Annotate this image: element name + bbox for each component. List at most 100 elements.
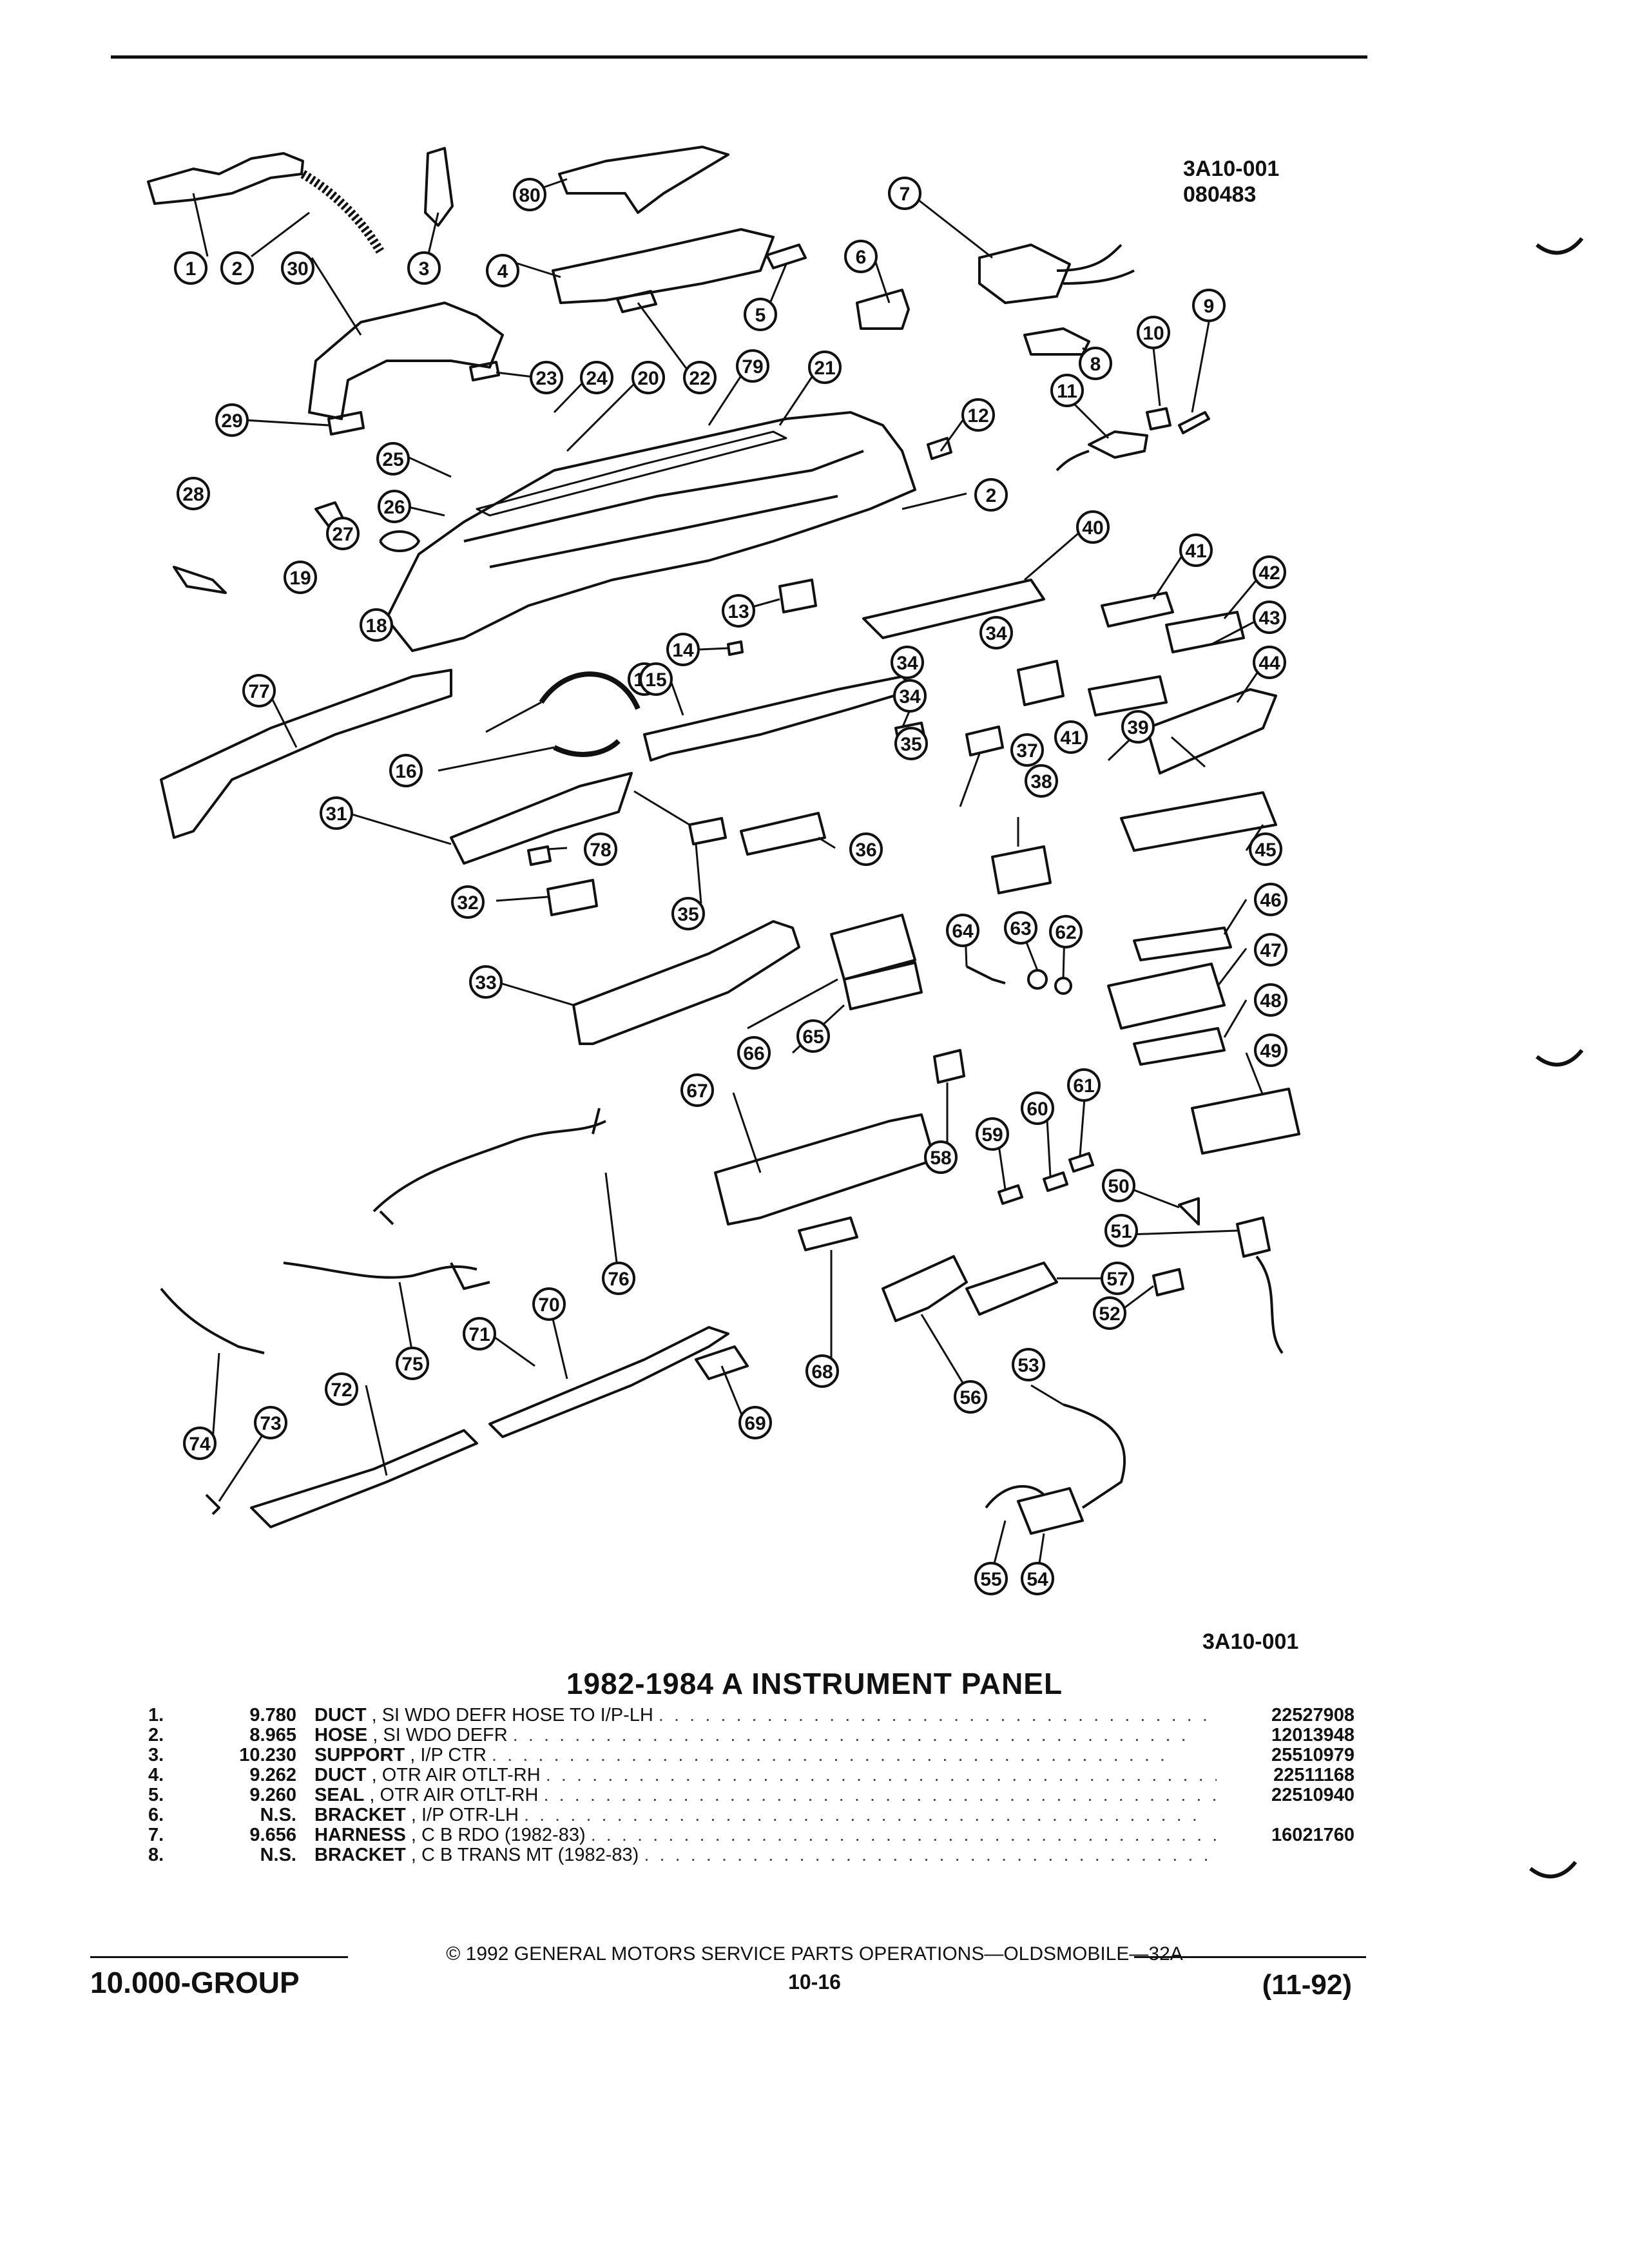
part-number: 6.	[148, 1805, 164, 1825]
part-catalog-number: 22510940	[1271, 1785, 1354, 1805]
part-hose-2	[300, 169, 385, 254]
part-description: BRACKET , C B TRANS MT (1982-83) . . . .…	[314, 1845, 1217, 1866]
callout-circle	[220, 251, 254, 285]
callout-circle	[680, 1073, 714, 1107]
part-outlet-41	[1101, 591, 1174, 628]
callout-bubble: 66	[737, 1036, 771, 1070]
part-48	[1133, 1027, 1226, 1066]
callout-bubble: 67	[680, 1073, 714, 1107]
callout-label: 4	[497, 261, 508, 282]
callout-bubble: 73	[254, 1406, 287, 1439]
callout-label: 74	[189, 1434, 211, 1455]
callout-label: 53	[1017, 1355, 1039, 1376]
callout-bubble: 9	[1192, 289, 1226, 322]
callout-label: 37	[1016, 740, 1037, 762]
callout-circle	[602, 1262, 635, 1295]
top-rule	[111, 55, 1367, 59]
callout-bubble: 19	[284, 561, 317, 594]
part-62	[1054, 977, 1072, 995]
footer-group: 10.000-GROUP	[90, 1966, 300, 1999]
callout-bubble: 13	[722, 594, 755, 628]
callout-circle	[325, 1372, 358, 1406]
part-number: 5.	[148, 1785, 164, 1805]
callout-circle	[796, 1019, 830, 1053]
callout-circle	[1093, 1296, 1126, 1330]
callout-bubble: 15	[639, 662, 673, 696]
callout-bubble: 48	[1254, 983, 1287, 1017]
callout-circle	[326, 517, 360, 550]
callout-label: 16	[395, 761, 416, 782]
callout-circle	[683, 361, 717, 394]
callout-circle	[174, 251, 207, 285]
callout-label: 1	[186, 258, 197, 280]
callout-bubble: 2	[974, 478, 1008, 512]
part-name: DUCT	[314, 1705, 367, 1725]
callout-label: 33	[475, 972, 496, 994]
callout-circle	[974, 478, 1008, 512]
callout-circle	[183, 1427, 217, 1460]
callout-label: 63	[1010, 918, 1031, 939]
callout-label: 65	[802, 1026, 824, 1048]
callout-circle	[320, 796, 353, 830]
part-drawings	[147, 146, 1300, 1535]
part-duct-80	[558, 146, 729, 214]
part-bracket-8	[1023, 327, 1090, 356]
callout-label: 35	[677, 904, 699, 925]
callout-circle	[486, 254, 519, 287]
part-16	[553, 739, 621, 757]
leader-dots: . . . . . . . . . . . . . . . . . . . . …	[492, 1745, 1168, 1765]
callout-circle	[1010, 733, 1044, 767]
callout-label: 38	[1030, 771, 1052, 793]
part-number: 1.	[148, 1705, 164, 1725]
callout-label: 6	[856, 247, 867, 268]
callout-circle	[1054, 720, 1088, 754]
callout-bubble: 52	[1093, 1296, 1126, 1330]
callout-label: 28	[182, 484, 204, 505]
callout-bubble: 68	[805, 1354, 839, 1388]
callout-bubble: 39	[1121, 710, 1155, 744]
callout-bubble: 18	[360, 608, 393, 642]
callout-label: 55	[980, 1569, 1001, 1590]
callout-circle	[584, 832, 617, 866]
callout-bubble: 23	[530, 361, 563, 394]
callout-circle	[894, 727, 928, 760]
callout-bubble: 2	[220, 251, 254, 285]
part-59	[998, 1184, 1023, 1205]
leader-dots: . . . . . . . . . . . . . . . . . . . . …	[523, 1805, 1200, 1825]
part-33	[572, 920, 800, 1045]
callout-bubble: 80	[513, 178, 546, 211]
part-relay-10	[1146, 407, 1171, 430]
leader-dots: . . . . . . . . . . . . . . . . . . . . …	[644, 1845, 1217, 1865]
callout-circle	[1104, 1214, 1138, 1247]
part-value: 10.230	[239, 1745, 296, 1765]
callout-circle	[722, 594, 755, 628]
callout-label: 36	[855, 840, 876, 861]
callout-label: 30	[287, 258, 308, 280]
callout-label: 50	[1108, 1176, 1129, 1197]
part-detail: , I/P CTR	[405, 1745, 492, 1765]
part-52	[1152, 1268, 1184, 1296]
callout-circle	[639, 662, 673, 696]
callout-label: 12	[967, 405, 988, 427]
part-36	[740, 812, 826, 856]
callout-circle	[1179, 533, 1213, 567]
callout-label: 51	[1110, 1221, 1132, 1242]
callout-label: 71	[468, 1324, 490, 1345]
part-catalog-number: 12013948	[1271, 1725, 1354, 1745]
callout-bubble: 44	[1253, 646, 1286, 679]
callout-bubble: 71	[463, 1317, 496, 1350]
callout-bubble: 5	[744, 298, 777, 331]
callout-bubble: 62	[1049, 915, 1083, 948]
callout-bubble: 32	[451, 885, 485, 919]
callout-label: 26	[383, 497, 405, 518]
part-13	[778, 579, 817, 613]
callout-label: 68	[811, 1361, 833, 1383]
part-42	[1165, 611, 1245, 653]
callout-label: 35	[900, 734, 921, 755]
callout-circle	[849, 832, 883, 866]
part-bracket-6	[856, 289, 910, 330]
callout-circle	[215, 403, 249, 437]
